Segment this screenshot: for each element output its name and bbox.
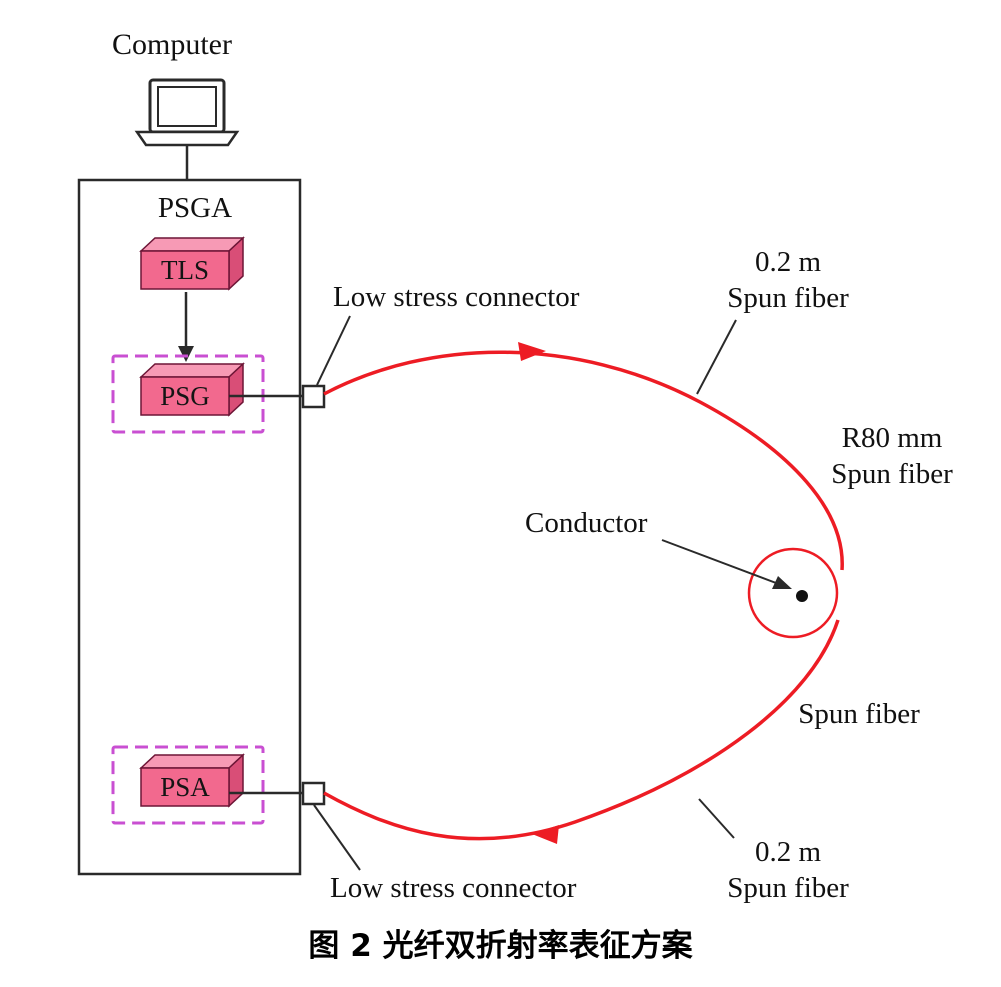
spun-fiber-top-label: Spun fiber [727, 282, 849, 314]
connector-pointer-line-top [316, 315, 351, 386]
computer-label: Computer [112, 28, 232, 61]
psa-front-face [140, 767, 230, 807]
conductor-arrow-line [661, 539, 785, 587]
connector-square-top [301, 384, 326, 409]
conductor-label: Conductor [525, 507, 648, 539]
tls-module [139, 236, 245, 291]
tls-to-psg-arrowhead [178, 346, 194, 362]
r80-radius-label: R80 mm [841, 422, 943, 454]
conductor-arrowhead [772, 576, 792, 589]
fiber-arrow-top [518, 342, 546, 361]
tls-label: TLS [160, 255, 209, 285]
psg-front-face [140, 376, 230, 416]
fiber-arrow-bottom [532, 825, 559, 844]
psg-dashed-outline [111, 354, 265, 434]
psa-label: PSA [160, 772, 210, 802]
figure-caption: 图 2 光纤双折射率表征方案 [308, 928, 693, 964]
tls-top-face [139, 237, 245, 252]
spun-fiber-mid-label: Spun fiber [798, 698, 920, 730]
psga-label: PSGA [157, 192, 233, 224]
computer-icon [134, 78, 240, 147]
low-stress-connector-label-top: Low stress connector [333, 281, 580, 313]
spun-fiber-bottom-label: Spun fiber [727, 872, 849, 904]
psa-dashed-outline [111, 745, 265, 825]
r80-spun-fiber-label: Spun fiber [831, 458, 953, 490]
psga-enclosure [77, 178, 302, 876]
psg-label: PSG [160, 381, 210, 411]
low-stress-connector-label-bottom: Low stress connector [330, 872, 577, 904]
spun-fiber-top-length-label: 0.2 m [754, 246, 822, 278]
tls-front-face [140, 250, 230, 290]
connector-pointer-line-bottom [313, 804, 361, 871]
conductor-coil-circle [747, 547, 839, 639]
spun-fiber-top-pointer-line [696, 319, 737, 395]
conductor-dot [796, 590, 808, 602]
psg-top-face [139, 363, 245, 378]
fiber-bottom-path [323, 619, 840, 841]
psg-module [139, 362, 245, 417]
psa-top-face [139, 754, 245, 769]
computer-base [134, 130, 240, 147]
spun-fiber-bottom-length-label: 0.2 m [754, 836, 822, 868]
connector-square-bottom [301, 781, 326, 806]
fiber-top-path [323, 350, 844, 571]
spun-fiber-bottom-pointer-line [698, 798, 735, 839]
computer-screen-inner [157, 86, 217, 127]
